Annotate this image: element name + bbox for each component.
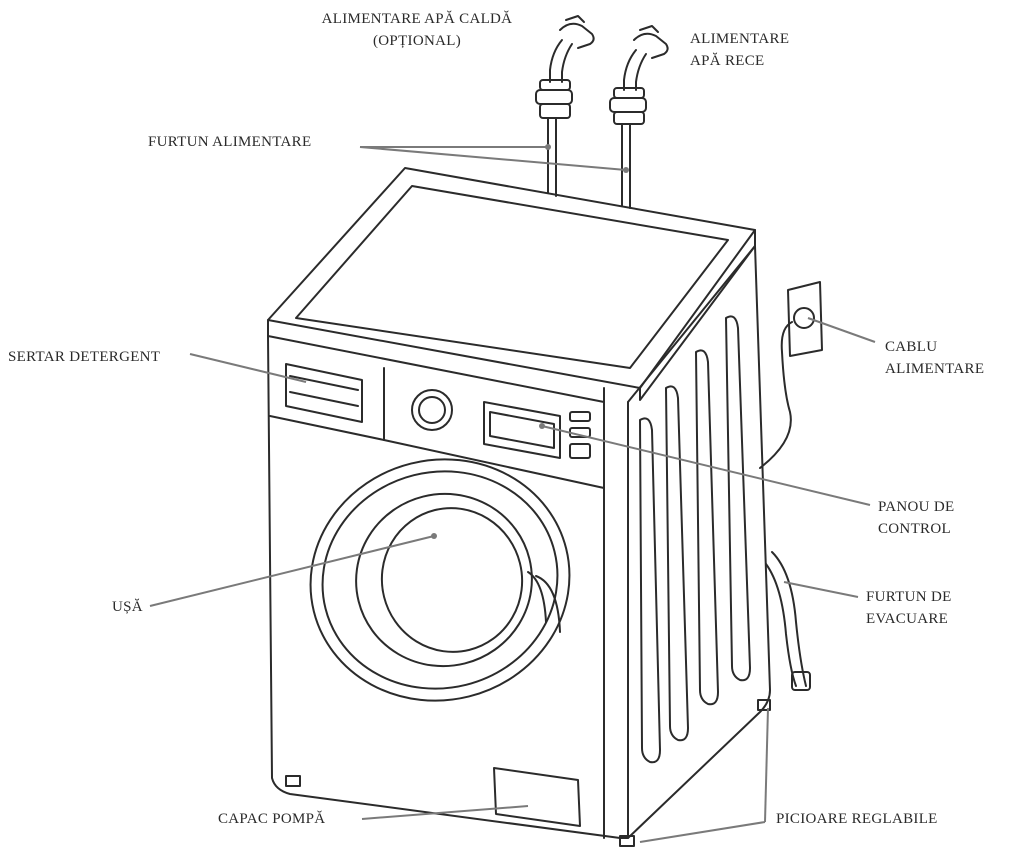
leader-feet-back <box>764 707 769 823</box>
leader-drain-hose <box>783 581 859 598</box>
label-supply-hose-text: FURTUN ALIMENTARE <box>148 134 312 150</box>
leader-pump-cover <box>361 805 529 820</box>
control-panel <box>411 389 591 459</box>
label-adjustable-feet: PICIOARE REGLABILE <box>776 808 938 830</box>
label-hot-water-supply-line2: (OPȚIONAL) <box>373 33 461 49</box>
label-pump-cover-text: CAPAC POMPĂ <box>218 811 326 827</box>
label-door: UȘĂ <box>112 596 143 618</box>
pump-cover <box>493 767 581 827</box>
label-cold-water-supply-line2: APĂ RECE <box>690 53 765 69</box>
detergent-drawer <box>285 363 363 423</box>
leader-supply-hose-cold <box>359 146 627 171</box>
label-control-panel: PANOU DE CONTROL <box>878 496 954 540</box>
leader-dots <box>431 144 629 539</box>
label-pump-cover: CAPAC POMPĂ <box>218 808 325 830</box>
top-panel <box>267 167 756 403</box>
label-detergent-drawer-text: SERTAR DETERGENT <box>8 349 161 365</box>
front-face <box>267 335 629 839</box>
label-power-cable-line2: ALIMENTARE <box>885 361 985 377</box>
label-power-cable-line1: CABLU <box>885 339 938 355</box>
cold-water-faucet <box>609 25 669 209</box>
leader-lines <box>149 146 876 843</box>
label-cold-water-supply-line1: ALIMENTARE <box>690 31 790 47</box>
label-control-panel-line2: CONTROL <box>878 521 951 537</box>
label-hot-water-supply-line1: ALIMENTARE APĂ CALDĂ <box>321 11 513 27</box>
side-face <box>627 245 771 839</box>
label-drain-hose: FURTUN DE EVACUARE <box>866 586 952 630</box>
door <box>309 458 571 702</box>
label-control-panel-line1: PANOU DE <box>878 499 955 515</box>
leader-feet-front <box>639 821 766 843</box>
label-power-cable: CABLU ALIMENTARE <box>885 336 984 380</box>
leader-door <box>149 535 435 607</box>
leader-control-panel <box>541 425 871 506</box>
label-drain-hose-line2: EVACUARE <box>866 611 949 627</box>
hot-water-faucet <box>535 15 595 197</box>
drain-hose <box>765 551 811 691</box>
power-socket <box>759 281 823 469</box>
label-drain-hose-line1: FURTUN DE <box>866 589 952 605</box>
label-supply-hose: FURTUN ALIMENTARE <box>148 131 311 153</box>
label-adjustable-feet-text: PICIOARE REGLABILE <box>776 811 938 827</box>
label-door-text: UȘĂ <box>112 599 143 615</box>
leader-detergent-drawer <box>189 353 307 383</box>
leader-power-cable <box>807 317 876 343</box>
label-hot-water-supply: ALIMENTARE APĂ CALDĂ (OPȚIONAL) <box>302 8 532 52</box>
label-detergent-drawer: SERTAR DETERGENT <box>8 346 160 368</box>
adjustable-feet <box>285 699 771 847</box>
label-cold-water-supply: ALIMENTARE APĂ RECE <box>690 28 789 72</box>
